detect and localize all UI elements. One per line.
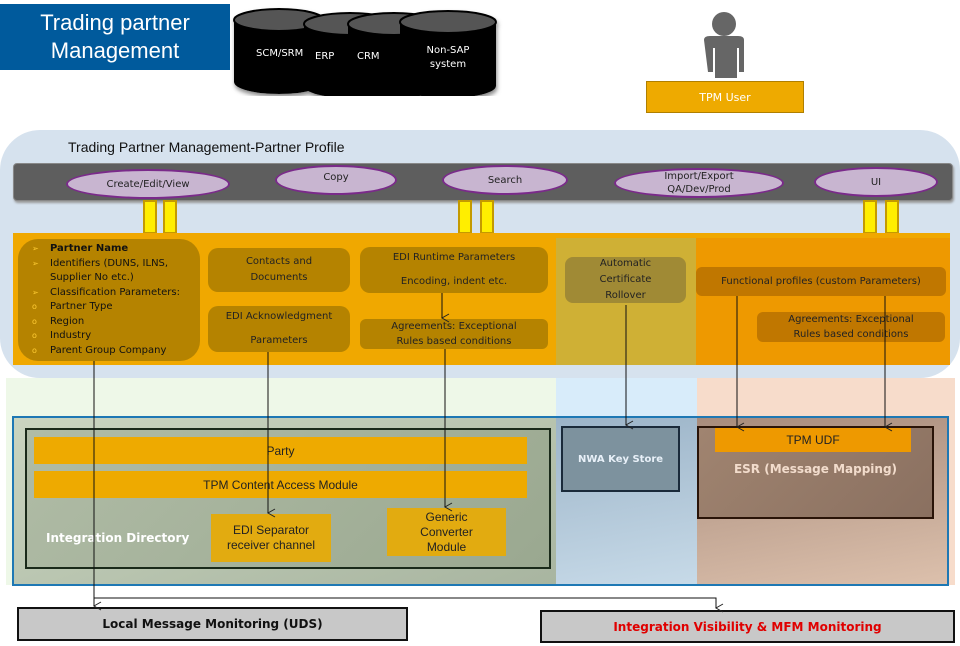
partner-detail-item: ➢Classification Parameters: xyxy=(32,286,180,298)
create-edit-view-button[interactable]: Create/Edit/View xyxy=(66,169,230,199)
contacts-line-1: Contacts and xyxy=(245,256,313,267)
edi-runtime-box: EDI Runtime Parameters Encoding, indent … xyxy=(360,247,548,293)
import-export-label-2: QA/Dev/Prod xyxy=(667,184,731,195)
partner-detail-item: Supplier No etc.) xyxy=(50,272,134,283)
generic-converter-line-2: Converter xyxy=(420,524,473,539)
generic-converter-line-3: Module xyxy=(426,539,467,554)
systems-databases xyxy=(233,8,497,96)
edi-acknowledgment-box: EDI Acknowledgment Parameters xyxy=(208,306,350,352)
edi-runtime-line-2: Encoding, indent etc. xyxy=(400,276,508,287)
edi-separator-line-1: EDI Separator xyxy=(232,523,310,537)
edi-ack-line-2: Parameters xyxy=(250,335,308,346)
certificate-rollover-box: Automatic Certificate Rollover xyxy=(565,257,686,303)
functional-profiles-label: Functional profiles (custom Parameters) xyxy=(721,276,921,287)
integration-directory-label: Integration Directory xyxy=(46,531,190,545)
system-label-non-sap: Non-SAP system xyxy=(426,45,470,70)
import-export-label-1: Import/Export xyxy=(664,171,734,182)
title-line-2: Management xyxy=(50,38,180,63)
edi-runtime-line-1: EDI Runtime Parameters xyxy=(392,252,516,263)
create-edit-view-label: Create/Edit/View xyxy=(106,178,190,190)
copy-label: Copy xyxy=(323,171,349,183)
agreements-left-line-1: Agreements: Exceptional xyxy=(391,321,517,332)
system-label-scm: SCM/SRM xyxy=(256,48,304,59)
nwa-label: NWA Key Store xyxy=(577,453,664,465)
ui-label: UI xyxy=(870,176,882,188)
database-icon xyxy=(233,8,325,94)
tpm-user-box: TPM User xyxy=(646,81,804,113)
functional-column xyxy=(696,238,950,365)
system-label-erp: ERP xyxy=(313,51,337,62)
agreements-left-box: Agreements: Exceptional Rules based cond… xyxy=(360,319,548,349)
search-label: Search xyxy=(487,174,523,186)
import-export-button[interactable]: Import/Export QA/Dev/Prod xyxy=(614,168,784,198)
integration-visibility-box: Integration Visibility & MFM Monitoring xyxy=(540,610,955,643)
generic-converter-line-1: Generic xyxy=(425,509,468,524)
to-visibility-line xyxy=(94,597,724,613)
local-monitoring-box: Local Message Monitoring (UDS) xyxy=(17,607,408,641)
cert-line-3: Rollover xyxy=(605,290,646,301)
agreements-left-line-2: Rules based conditions xyxy=(396,336,512,347)
runtime-frame xyxy=(12,416,949,586)
generic-converter-box: Generic Converter Module xyxy=(387,508,506,556)
ui-button[interactable]: UI xyxy=(814,167,938,197)
local-monitoring-label: Local Message Monitoring (UDS) xyxy=(102,617,323,631)
system-label-crm: CRM xyxy=(357,51,380,62)
database-icon xyxy=(399,10,497,96)
search-button[interactable]: Search xyxy=(442,165,568,195)
partner-detail-item: ➢Identifiers (DUNS, ILNS, xyxy=(32,257,169,269)
tpm-udf-bar: TPM UDF xyxy=(715,428,911,452)
person-icon xyxy=(704,12,744,78)
edi-separator-box: EDI Separator receiver channel xyxy=(211,514,331,562)
contacts-documents-box: Contacts and Documents xyxy=(208,248,350,292)
integration-visibility-label: Integration Visibility & MFM Monitoring xyxy=(613,619,882,634)
nwa-key-store-box: NWA Key Store xyxy=(561,426,680,492)
agreements-right-line-2: Rules based conditions xyxy=(793,329,909,340)
esr-label: ESR (Message Mapping) xyxy=(733,462,898,476)
diagram-title: Trading partner Management xyxy=(0,4,230,70)
functional-profiles-box: Functional profiles (custom Parameters) xyxy=(696,267,946,296)
partner-profile-title: Trading Partner Management-Partner Profi… xyxy=(68,139,345,155)
cert-line-1: Automatic xyxy=(599,258,652,269)
partner-details-box: ➢Partner Name ➢Identifiers (DUNS, ILNS, … xyxy=(18,239,200,361)
agreements-right-box: Agreements: Exceptional Rules based cond… xyxy=(757,312,945,342)
agreements-right-line-1: Agreements: Exceptional xyxy=(788,314,914,325)
partner-detail-item: ➢Partner Name xyxy=(32,243,129,254)
copy-button[interactable]: Copy xyxy=(275,165,397,195)
cert-line-2: Certificate xyxy=(599,274,652,285)
contacts-line-2: Documents xyxy=(250,272,308,283)
edi-separator-line-2: receiver channel xyxy=(226,538,316,552)
edi-ack-line-1: EDI Acknowledgment xyxy=(225,311,333,322)
title-line-1: Trading partner xyxy=(40,10,190,35)
